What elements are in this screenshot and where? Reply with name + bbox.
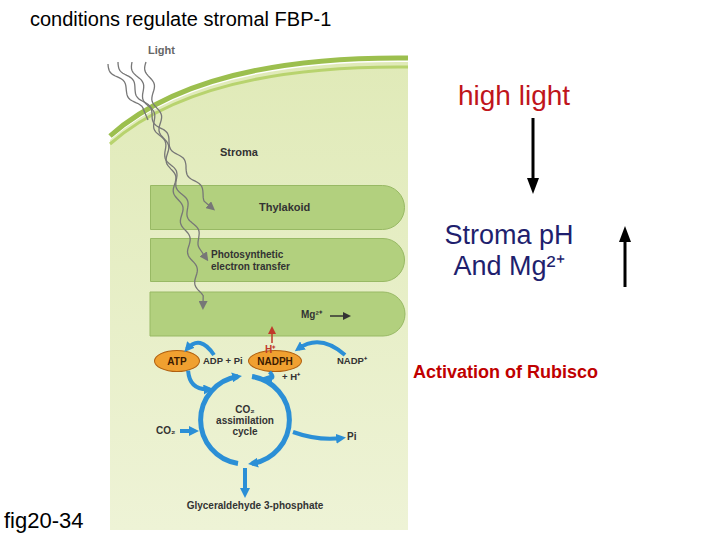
result-label: Activation of Rubisco — [413, 362, 598, 383]
thylakoid-band — [150, 292, 405, 336]
output-arrow — [293, 432, 342, 439]
chloroplast-outline — [110, 40, 408, 530]
cycle-arrow — [298, 342, 345, 355]
ion-flow-arrow — [330, 315, 348, 317]
figure-title: conditions regulate stromal FBP-1 — [30, 8, 331, 31]
cycle-circle: CO₂ assimilation cycle — [190, 365, 300, 475]
light-ray — [131, 62, 206, 258]
increase-arrow — [624, 234, 627, 287]
flow-connector — [266, 372, 272, 379]
region-label: Stroma — [220, 146, 300, 159]
edge-layer — [188, 371, 272, 390]
figure-number: fig20-34 — [4, 508, 84, 533]
stroma-fill — [110, 62, 408, 530]
input-arrow — [180, 429, 195, 433]
light-ray — [108, 64, 148, 120]
outer-envelope — [110, 58, 408, 136]
condition-label: high light — [458, 80, 570, 112]
light-ray — [145, 62, 204, 306]
light-label: Light — [148, 44, 175, 57]
cycle-label: CO₂ assimilation cycle — [206, 404, 284, 437]
flow-connector — [188, 371, 209, 390]
effect-label: Stroma pH And Mg²⁺ — [418, 220, 600, 282]
molecule-label: NADPH — [249, 356, 301, 367]
chloroplast-stroma: StromaThylakoidPhotosynthetic electron t… — [110, 40, 408, 530]
molecule-ellipse: NADPH — [248, 350, 302, 372]
band-label: Thylakoid — [259, 201, 369, 214]
band-label: Photosynthetic electron transfer — [211, 249, 316, 272]
output-arrow — [243, 468, 247, 494]
proton-arrow — [271, 329, 273, 343]
cycle-arrow — [187, 343, 214, 355]
light-ray — [118, 62, 212, 208]
inner-envelope — [110, 67, 408, 144]
molecule-label: ATP — [155, 356, 199, 367]
light-rays — [108, 62, 212, 306]
thylakoid-band: Thylakoid — [150, 185, 405, 230]
molecule-ellipse: ATP — [154, 350, 200, 372]
decrease-arrow — [532, 118, 535, 186]
thylakoid-band: Photosynthetic electron transfer — [150, 238, 405, 282]
